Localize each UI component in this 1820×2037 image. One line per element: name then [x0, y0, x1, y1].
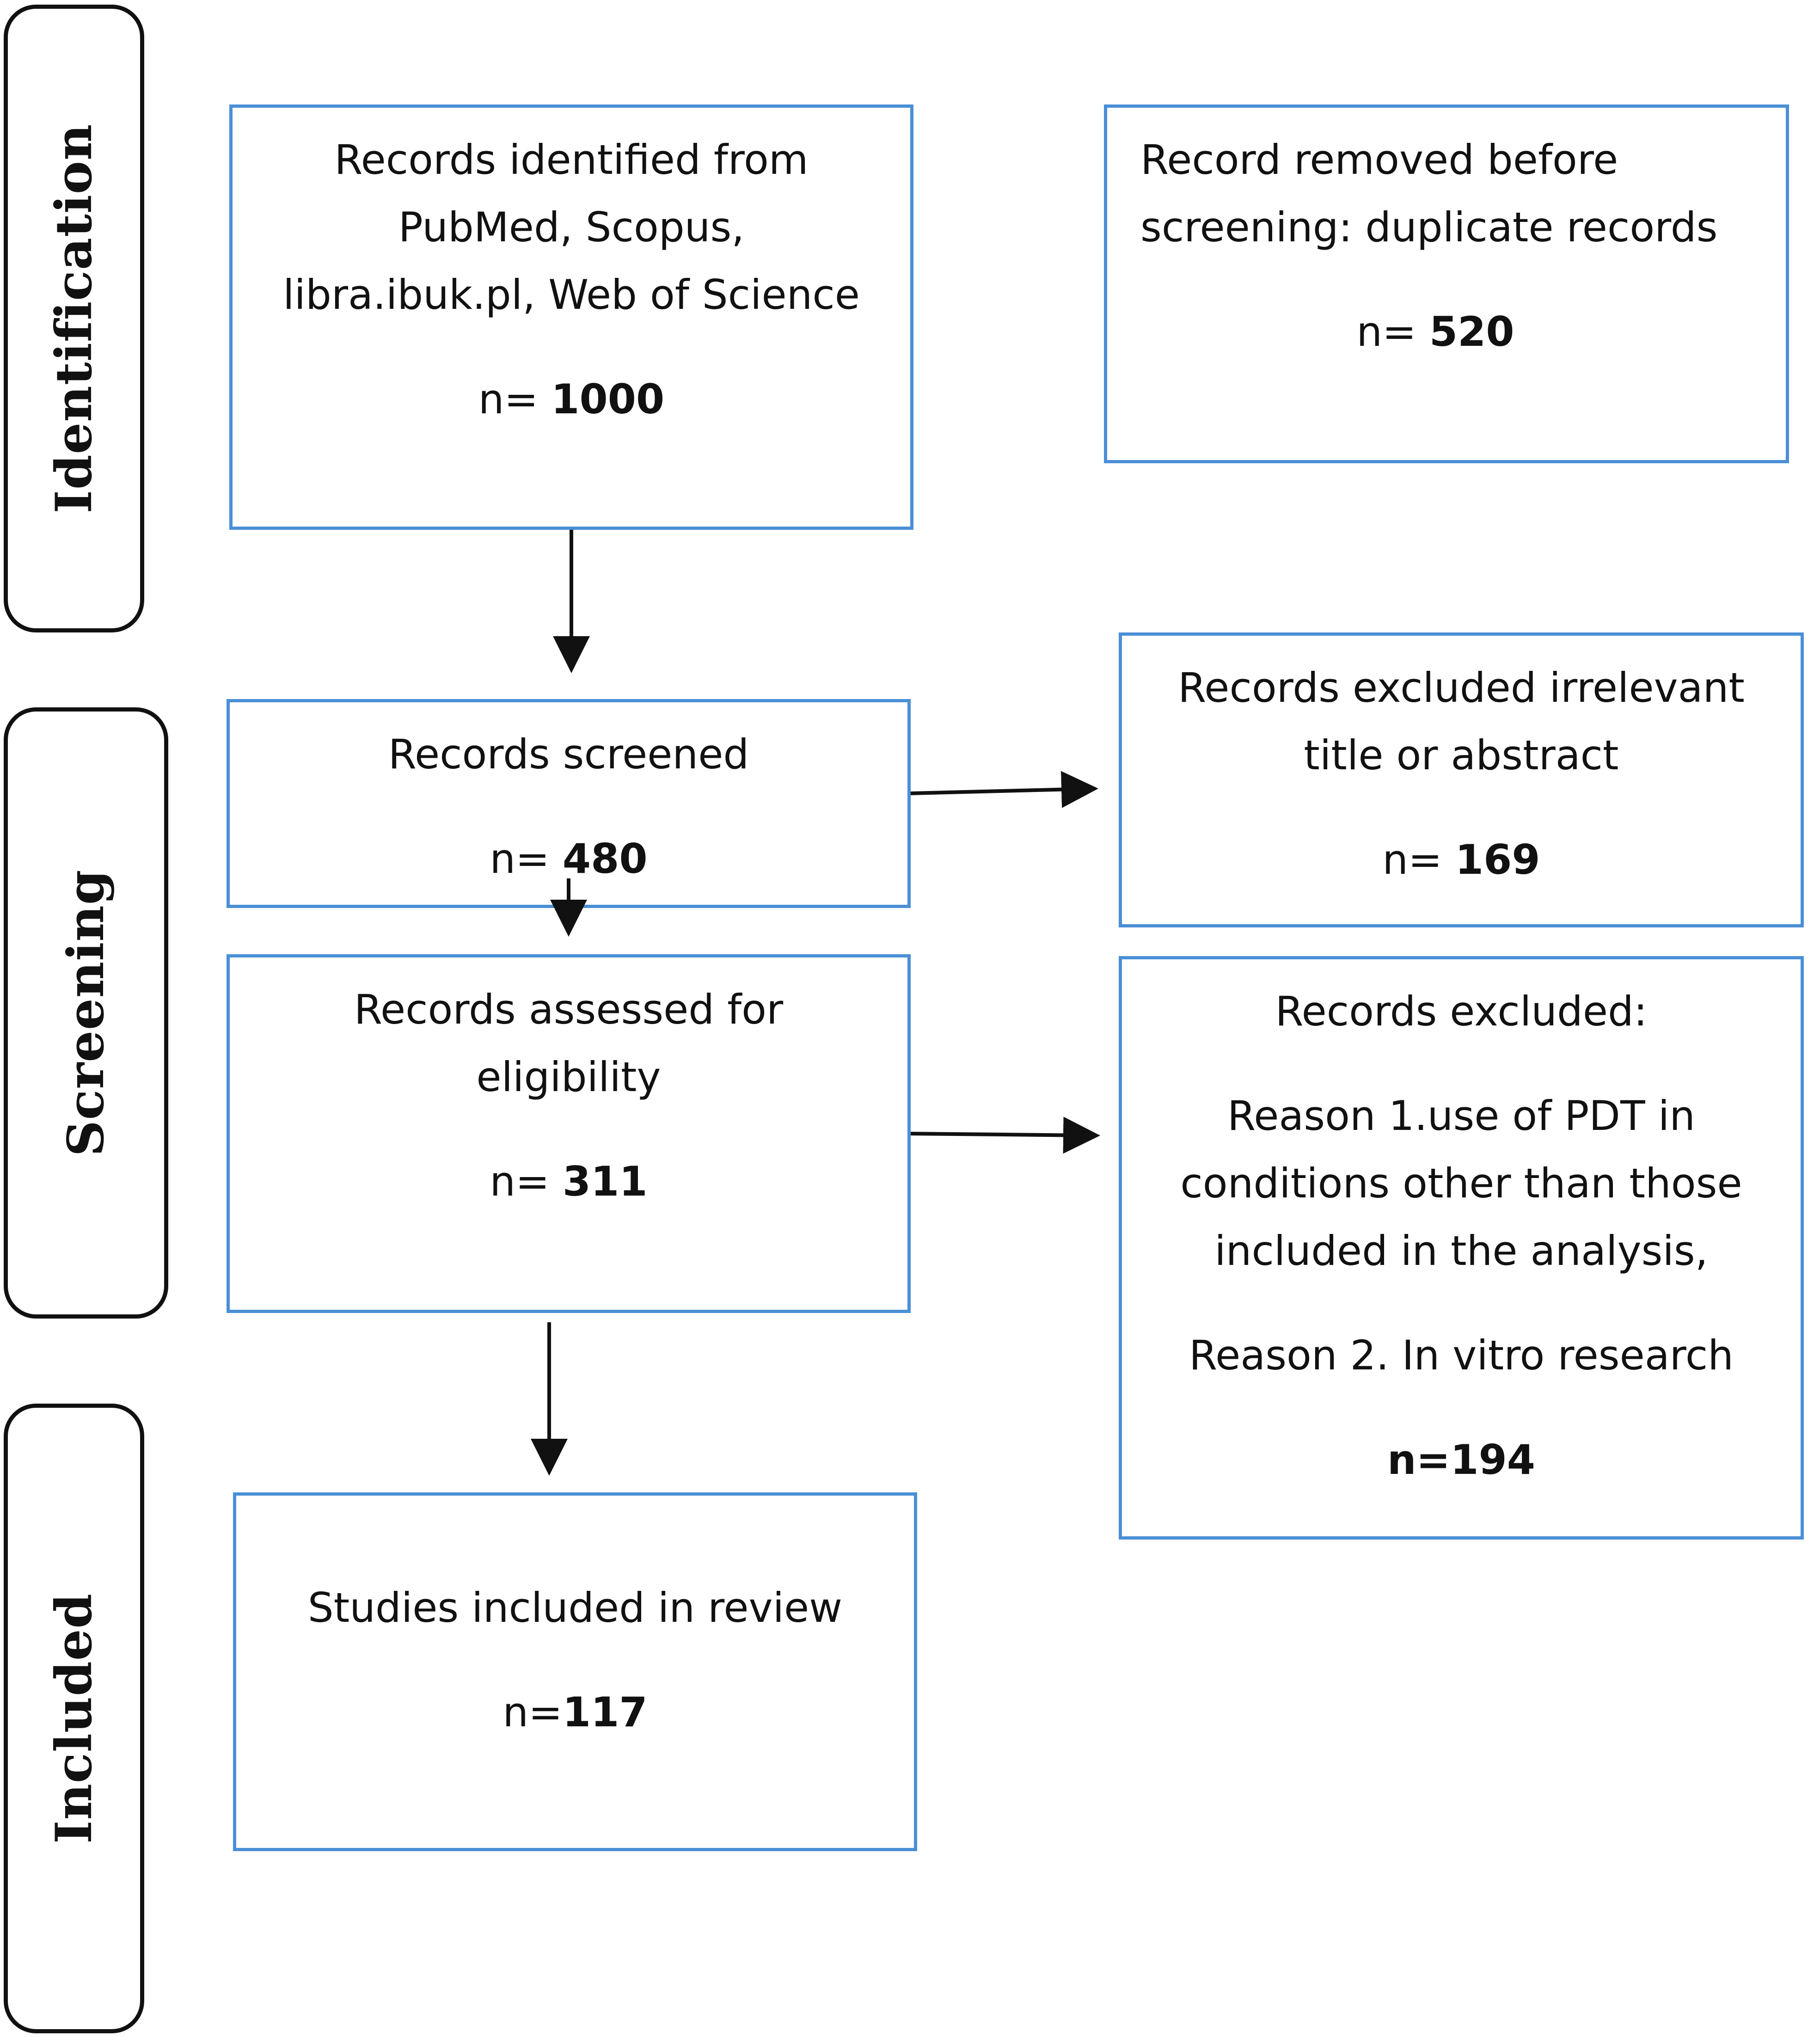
phase-included-label: Included [45, 1593, 103, 1844]
identified-line-3: libra.ibuk.pl, Web of Science [283, 271, 860, 319]
removed-count: n= 520 [1356, 308, 1514, 356]
assessed-line-1: Records assessed for [354, 986, 784, 1033]
included-count: n=117 [502, 1688, 648, 1736]
reason2-line: Reason 2. In vitro research [1189, 1331, 1734, 1379]
phase-identification-label: Identification [45, 123, 103, 514]
identified-count: n= 1000 [478, 375, 665, 423]
box-records-identified: Records identified from PubMed, Scopus, … [229, 104, 913, 530]
phase-screening-label: Screening [57, 869, 115, 1157]
arrow-screened-to-excluded-title [910, 771, 1098, 808]
excluded-title-count: n= 169 [1382, 836, 1540, 884]
included-line-1: Studies included in review [307, 1584, 843, 1632]
box-records-screened: Records screened n= 480 [227, 699, 911, 908]
phase-included: Included [4, 1404, 144, 2033]
excluded-title-line-2: title or abstract [1304, 731, 1619, 779]
excluded-reasons-count: n=194 [1387, 1436, 1536, 1484]
removed-line-1: Record removed before [1140, 136, 1618, 184]
box-records-removed: Record removed before screening: duplica… [1104, 104, 1789, 463]
phase-identification: Identification [4, 5, 144, 632]
reason1-line-3: included in the analysis, [1214, 1227, 1708, 1275]
screened-count: n= 480 [490, 835, 648, 883]
box-studies-included: Studies included in review n=117 [233, 1492, 917, 1851]
phase-screening: Screening [4, 707, 168, 1319]
assessed-count: n= 311 [490, 1158, 648, 1205]
box-records-excluded-reasons: Records excluded: Reason 1.use of PDT in… [1119, 956, 1804, 1540]
identified-line-1: Records identified from [334, 136, 809, 184]
assessed-line-2: eligibility [476, 1053, 661, 1101]
identified-line-2: PubMed, Scopus, [398, 203, 745, 251]
removed-line-2: screening: duplicate records [1140, 203, 1718, 251]
box-records-assessed: Records assessed for eligibility n= 311 [227, 954, 911, 1313]
screened-line-1: Records screened [388, 730, 749, 778]
excluded-heading: Records excluded: [1275, 988, 1648, 1035]
reason1-line-1: Reason 1.use of PDT in [1227, 1092, 1695, 1140]
box-records-excluded-title: Records excluded irrelevant title or abs… [1119, 632, 1804, 927]
reason1-line-2: conditions other than those [1180, 1160, 1742, 1207]
arrow-assessed-to-excluded-reasons [910, 1117, 1100, 1154]
excluded-title-line-1: Records excluded irrelevant [1178, 664, 1745, 712]
